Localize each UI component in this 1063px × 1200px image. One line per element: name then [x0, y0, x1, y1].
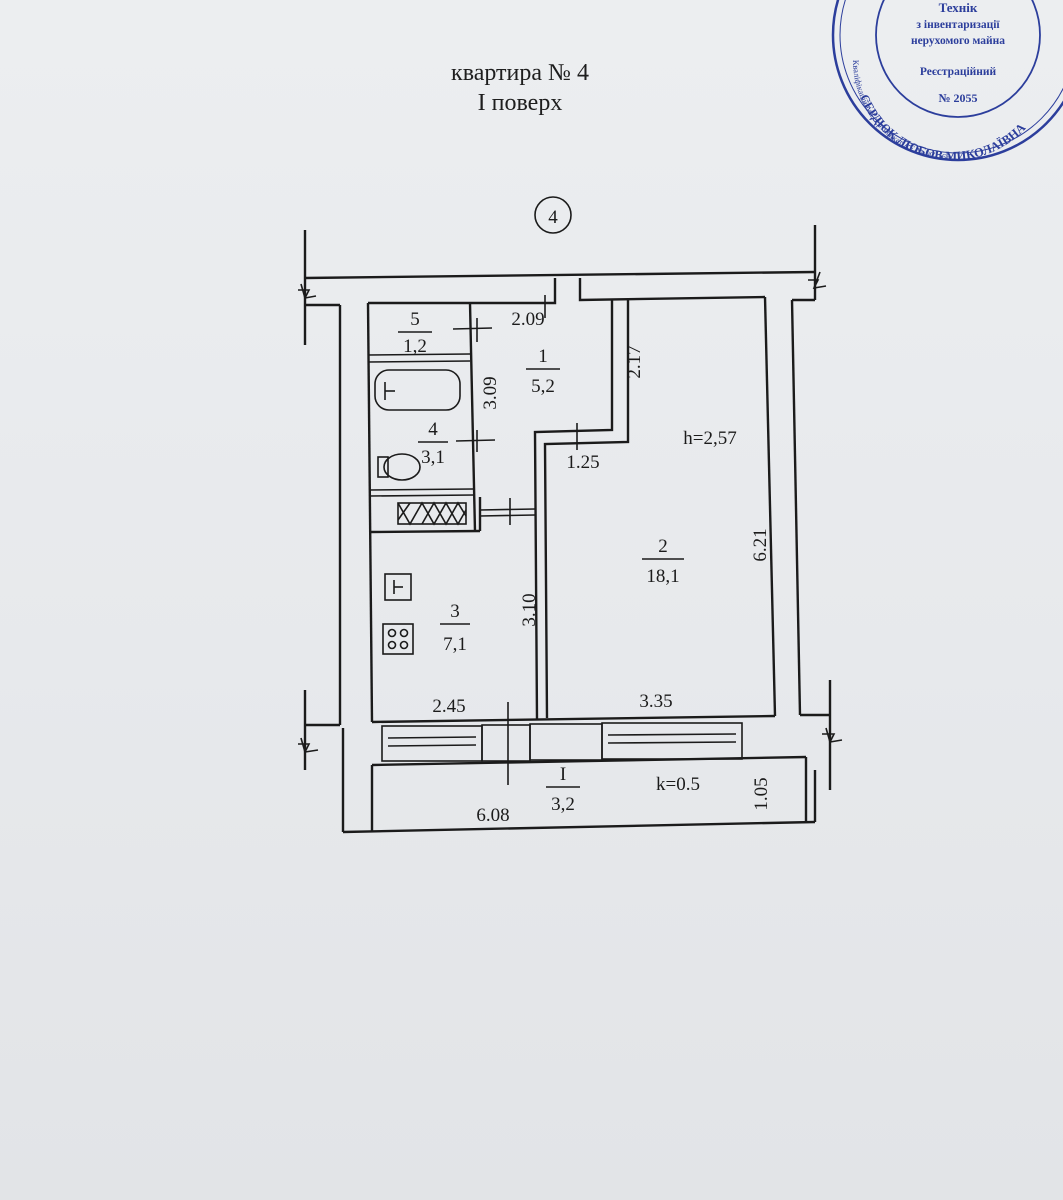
- ventilation-grille-icon: [397, 501, 467, 526]
- height-note: h=2,57: [683, 428, 736, 449]
- unit-marker: 4: [548, 207, 558, 228]
- svg-text:3: 3: [450, 601, 460, 622]
- dim-3-35: 3.35: [639, 691, 672, 712]
- dim-3-10: 3.10: [519, 593, 540, 626]
- svg-text:4: 4: [428, 419, 438, 440]
- room-2-label: 2 18,1: [642, 536, 684, 587]
- apartment-title: квартира № 4: [451, 60, 589, 86]
- stove-icon: [382, 623, 414, 655]
- bathtub-icon: [374, 369, 461, 411]
- coefficient-note: k=0.5: [656, 774, 700, 795]
- unit-marker-circle: [534, 196, 572, 234]
- dim-1-25: 1.25: [566, 452, 599, 473]
- svg-text:5: 5: [410, 309, 420, 330]
- room-i-label: I 3,2: [546, 764, 580, 815]
- stamp-line-2: з інвентаризації: [916, 19, 1000, 31]
- stamp-line-5: № 2055: [938, 91, 977, 105]
- svg-text:18,1: 18,1: [646, 566, 679, 587]
- stamp-line-3: нерухомого майна: [911, 35, 1005, 47]
- plan-header: квартира № 4 I поверх: [370, 58, 670, 118]
- dim-1-05: 1.05: [751, 777, 772, 810]
- balcony-openings: [381, 722, 743, 762]
- svg-text:7,1: 7,1: [443, 634, 467, 655]
- stamp-line-4: Реєстраційний: [920, 66, 997, 78]
- dimension-ticks: [452, 295, 578, 785]
- room-5-label: 5 1,2: [398, 309, 432, 357]
- dim-6-08: 6.08: [476, 805, 509, 826]
- room-1-label: 1 5,2: [526, 346, 560, 397]
- inner-walls: [366, 278, 777, 724]
- svg-text:2: 2: [658, 536, 668, 557]
- svg-text:1: 1: [538, 346, 548, 367]
- stamp-line-1: Технік: [939, 0, 978, 15]
- dim-2-45: 2.45: [432, 696, 465, 717]
- certification-stamp: Технік з інвентаризації нерухомого майна…: [831, 0, 1063, 163]
- sink-icon: [384, 573, 412, 601]
- dim-2-09: 2.09: [511, 309, 544, 330]
- dim-2-17: 2.17: [624, 345, 645, 378]
- fixtures: [374, 369, 467, 655]
- svg-text:3,1: 3,1: [421, 447, 445, 468]
- svg-text:1,2: 1,2: [403, 336, 427, 357]
- svg-text:I: I: [560, 764, 566, 785]
- dim-6-21: 6.21: [750, 528, 771, 561]
- svg-text:5,2: 5,2: [531, 376, 555, 397]
- room-4-label: 4 3,1: [418, 419, 448, 468]
- outer-walls: [298, 225, 843, 834]
- toilet-icon: [377, 453, 421, 481]
- dim-3-09: 3.09: [480, 376, 501, 409]
- svg-text:3,2: 3,2: [551, 794, 575, 815]
- room-3-label: 3 7,1: [440, 601, 470, 655]
- floor-title: I поверх: [477, 90, 563, 116]
